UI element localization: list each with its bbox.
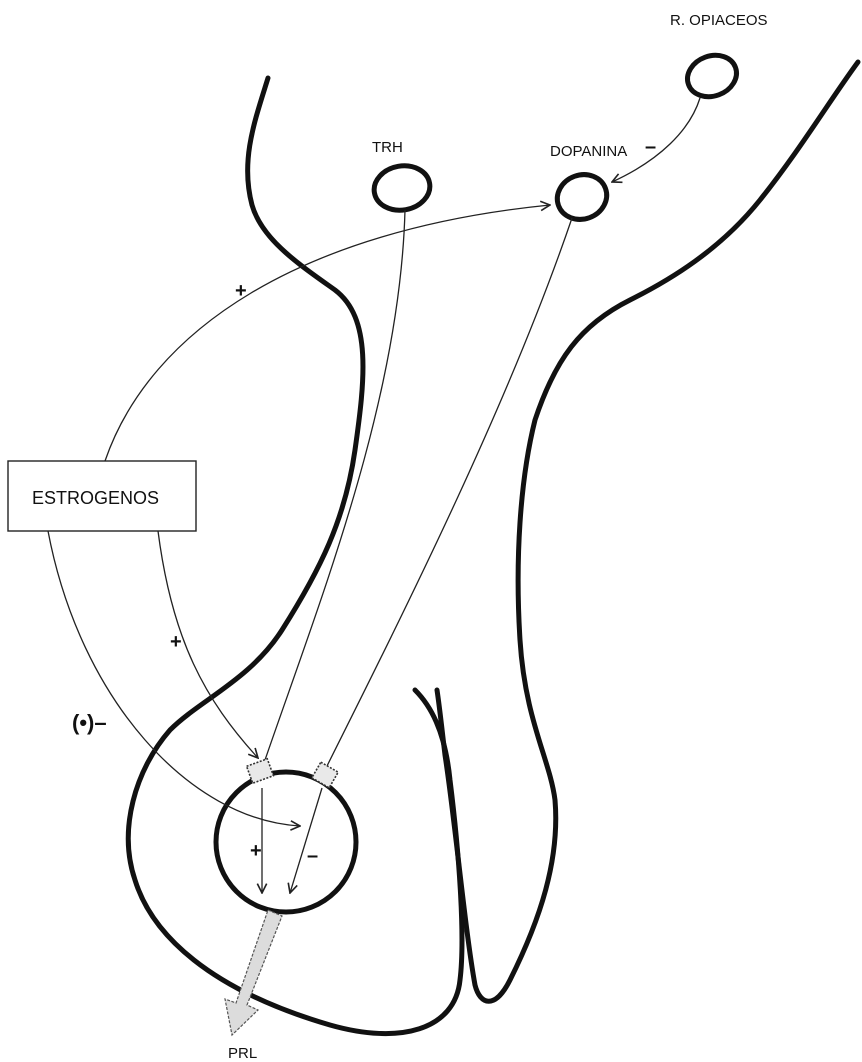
label-estrogenos: ESTROGENOS (32, 488, 159, 508)
opiaceos-neuron (682, 49, 743, 104)
lactotroph-cell (216, 772, 356, 912)
sign-dopanina-in-cell: – (307, 845, 318, 867)
sign-estrogenos-to-trh-receptor: + (170, 631, 182, 653)
prl-output-arrow (225, 910, 282, 1035)
sign-opiaceos-to-dopanina: – (645, 136, 656, 158)
label-trh: TRH (372, 139, 403, 156)
dopanina-neuron (551, 168, 613, 226)
hypothalamus-right-contour (437, 62, 858, 1001)
trh-neuron (371, 161, 434, 214)
sign-estrogenos-to-cell: (•)– (72, 710, 107, 735)
sign-trh-in-cell: + (250, 840, 262, 862)
label-dopanina: DOPANINA (550, 143, 627, 160)
label-prl: PRL (228, 1045, 257, 1062)
arrow-estrogenos-to-dopanina (105, 205, 550, 461)
sign-estrogenos-to-dopanina: + (235, 280, 247, 302)
label-opiaceos: R. OPIACEOS (670, 12, 768, 29)
axon-dopanina-to-cell (326, 218, 572, 768)
